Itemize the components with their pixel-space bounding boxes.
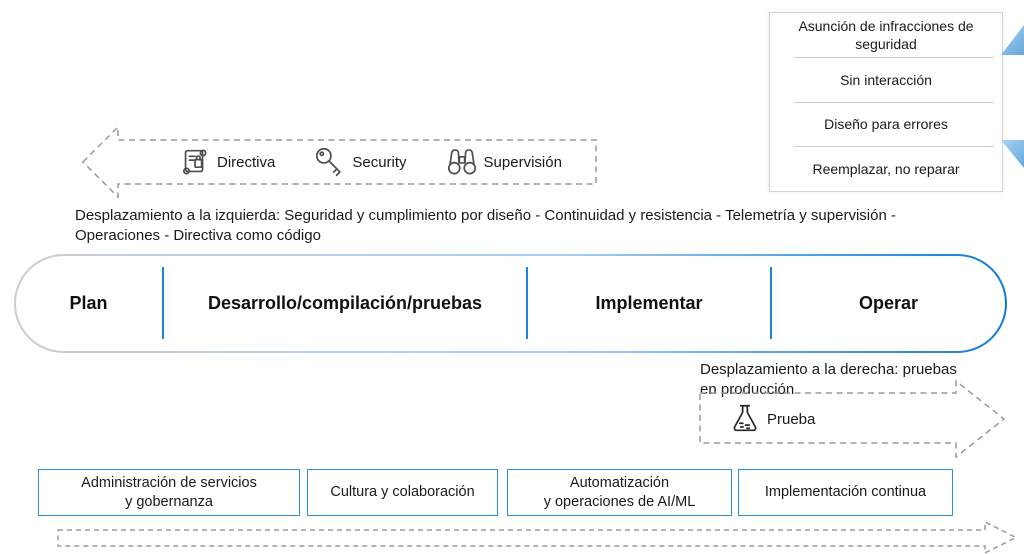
curve-arrow-fragment-top bbox=[1001, 25, 1024, 55]
practice-line: y operaciones de AI/ML bbox=[543, 493, 696, 510]
panel-item: Asunción de infracciones de seguridad bbox=[798, 17, 974, 52]
practice-automation-aiml: Automatización y operaciones de AI/ML bbox=[507, 469, 732, 516]
panel-item: Sin interacción bbox=[840, 71, 932, 88]
practice-line: Automatización bbox=[569, 474, 670, 491]
stage-operate: Operar bbox=[858, 293, 919, 313]
divider bbox=[794, 101, 994, 103]
shift-left-arrow bbox=[81, 125, 597, 199]
shift-right-description: Desplazamiento a la derecha: pruebas en … bbox=[700, 361, 957, 399]
shift-left-description: Desplazamiento a la izquierda: Seguridad… bbox=[75, 207, 896, 245]
practice-service-management: Administración de servicios y gobernanza bbox=[38, 469, 300, 516]
pipeline-pill bbox=[14, 254, 1007, 353]
badge-label: Prueba bbox=[767, 410, 816, 428]
binoculars-icon bbox=[447, 149, 476, 175]
badge-prueba: Prueba bbox=[728, 402, 815, 436]
key-icon bbox=[316, 147, 342, 177]
shift-left-badges: Directiva Security Supervisión bbox=[178, 140, 562, 184]
badge-label: Security bbox=[352, 153, 407, 171]
badge-label: Supervisión bbox=[483, 153, 562, 171]
shift-right-arrow bbox=[699, 379, 1006, 459]
stage-develop-build-test: Desarrollo/compilación/pruebas bbox=[207, 293, 483, 313]
practice-line: Implementación continua bbox=[764, 484, 927, 501]
curve-arrow-fragment-bottom bbox=[1001, 140, 1024, 168]
panel-item: Diseño para errores bbox=[824, 116, 948, 133]
bottom-timeline-arrow bbox=[57, 520, 1018, 554]
divider bbox=[794, 146, 994, 148]
practice-line: Cultura y colaboración bbox=[330, 484, 475, 501]
shift-right-badge-row: Prueba bbox=[728, 397, 815, 441]
badge-supervision: Supervisión bbox=[445, 145, 562, 179]
practice-culture-collaboration: Cultura y colaboración bbox=[307, 469, 498, 516]
badge-security: Security bbox=[313, 145, 407, 179]
scroll-icon bbox=[183, 149, 207, 175]
flask-icon bbox=[733, 404, 757, 432]
panel-item: Reemplazar, no reparar bbox=[812, 161, 960, 178]
stage-plan: Plan bbox=[69, 293, 108, 313]
badge-directiva: Directiva bbox=[178, 145, 275, 179]
practice-line: Administración de servicios bbox=[81, 474, 257, 491]
stage-deploy: Implementar bbox=[595, 293, 703, 313]
practice-continuous-deployment: Implementación continua bbox=[738, 469, 953, 516]
practice-line: y gobernanza bbox=[125, 493, 213, 510]
badge-label: Directiva bbox=[217, 153, 276, 171]
resilience-principles-panel: Asunción de infracciones de seguridad Si… bbox=[769, 12, 1003, 192]
divider bbox=[794, 56, 994, 58]
